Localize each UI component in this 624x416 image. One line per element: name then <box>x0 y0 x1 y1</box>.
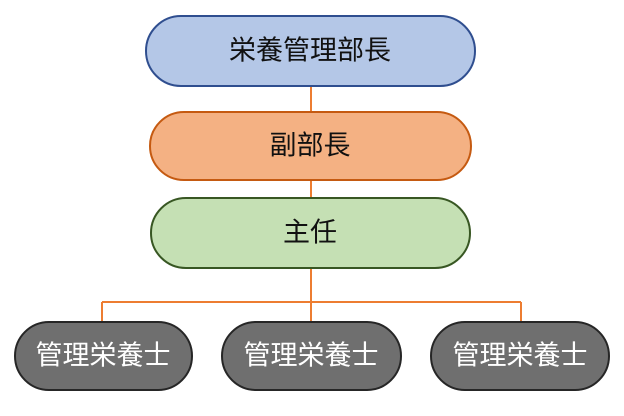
node-staff-shape <box>14 321 193 391</box>
node-staff-label: 管理栄養士 <box>244 341 379 372</box>
node-staff-2: 管理栄養士 <box>221 321 402 391</box>
node-director: 栄養管理部長 <box>145 15 476 87</box>
node-director-shape <box>145 15 476 87</box>
node-staff-shape <box>221 321 402 391</box>
node-staff-label: 管理栄養士 <box>453 341 588 372</box>
node-chief-shape <box>150 197 471 269</box>
node-staff-shape <box>430 321 610 391</box>
connectors <box>101 86 522 322</box>
node-staff-1: 管理栄養士 <box>14 321 193 391</box>
node-staff-label: 管理栄養士 <box>36 341 171 372</box>
node-chief-label: 主任 <box>283 218 337 249</box>
node-director-label: 栄養管理部長 <box>229 36 391 67</box>
node-deputy-shape <box>149 111 472 181</box>
node-staff-3: 管理栄養士 <box>430 321 610 391</box>
node-chief: 主任 <box>150 197 471 269</box>
node-deputy-label: 副部長 <box>270 131 351 162</box>
node-deputy: 副部長 <box>149 111 472 181</box>
